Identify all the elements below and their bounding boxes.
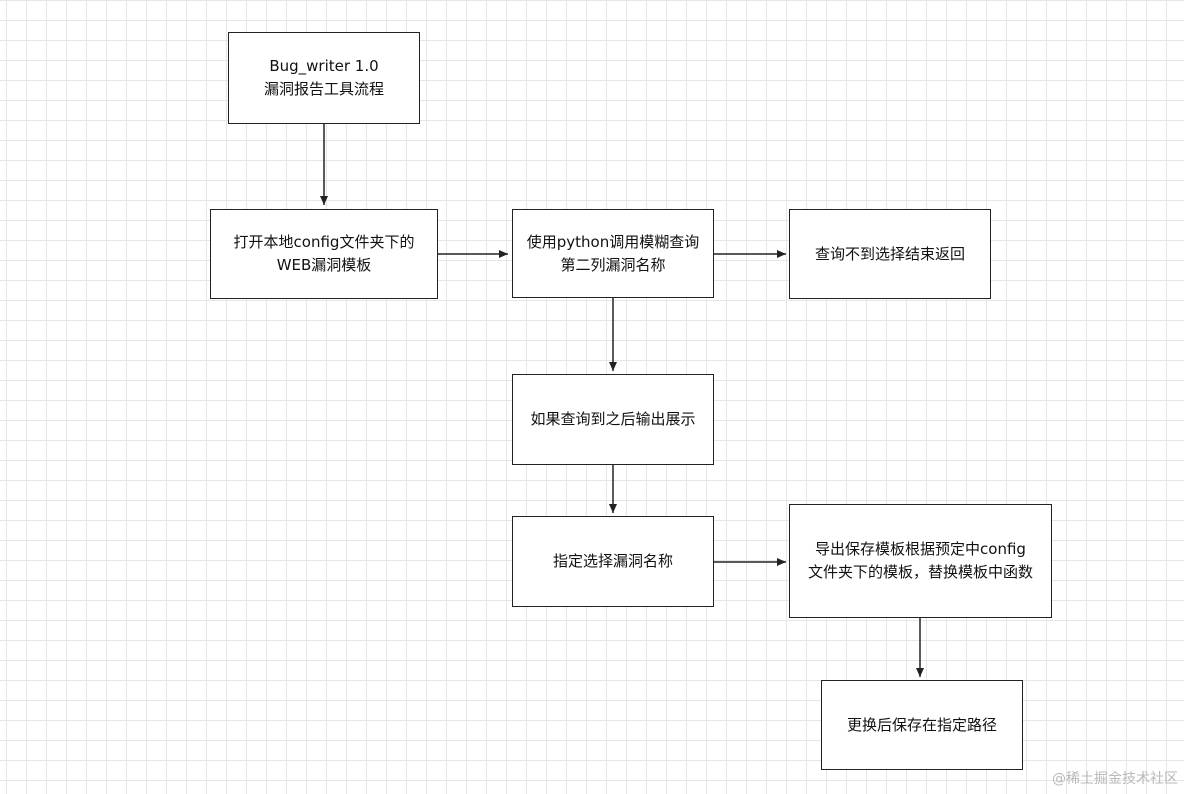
watermark-text: @稀土掘金技术社区 [1052,771,1178,787]
node-show-results-line1: 如果查询到之后输出展示 [530,410,696,428]
node-python-query-line2: 第二列漏洞名称 [560,255,666,274]
node-not-found-line1: 查询不到选择结束返回 [814,244,965,263]
node-open-template: 打开本地config文件夹下的 WEB漏洞模板 [210,209,438,299]
node-save-path-line1: 更换后保存在指定路径 [846,715,997,734]
node-show-results: 如果查询到之后输出展示 [512,374,714,465]
node-export-template-line2: 文件夹下的模板，替换模板中函数 [807,563,1033,581]
node-title-line2: 漏洞报告工具流程 [263,80,384,98]
node-title-line1: Bug_writer 1.0 [269,57,379,75]
node-select-vuln: 指定选择漏洞名称 [512,516,714,607]
node-select-vuln-line1: 指定选择漏洞名称 [552,552,673,570]
node-python-query-line1: 使用python调用模糊查询 [526,232,700,251]
node-export-template: 导出保存模板根据预定中config 文件夹下的模板，替换模板中函数 [789,504,1052,618]
node-export-template-line1: 导出保存模板根据预定中config [815,540,1026,558]
node-not-found: 查询不到选择结束返回 [789,209,991,299]
node-python-query: 使用python调用模糊查询 第二列漏洞名称 [512,209,714,298]
node-open-template-line1: 打开本地config文件夹下的 [233,233,415,251]
node-save-path: 更换后保存在指定路径 [821,680,1023,770]
node-title: Bug_writer 1.0 漏洞报告工具流程 [228,32,420,124]
node-open-template-line2: WEB漏洞模板 [276,256,372,274]
